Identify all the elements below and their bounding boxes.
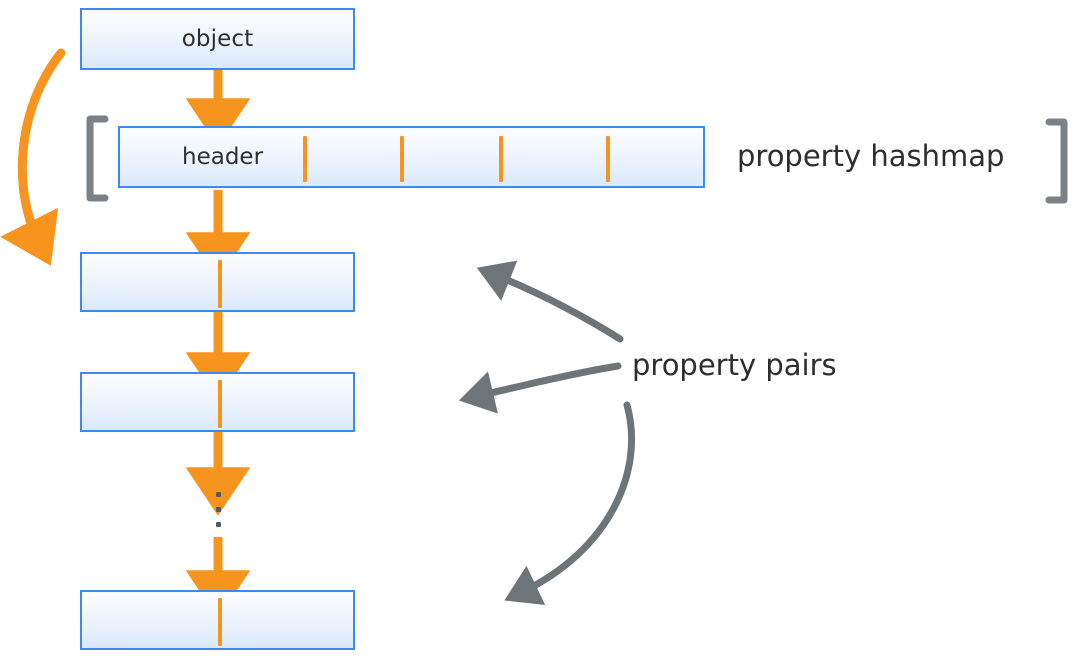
- header-box-label: header: [182, 144, 264, 170]
- callout-arrow-middle: [458, 362, 622, 414]
- bracket-left: [86, 115, 109, 202]
- hashmap-slot-tick-3: [499, 136, 503, 182]
- callout-arrow-upper: [476, 260, 624, 343]
- object-box[interactable]: object: [80, 8, 355, 70]
- pair-divider-1: [218, 260, 222, 308]
- property-pair-box-2[interactable]: [80, 372, 355, 432]
- ellipsis-dots: [216, 492, 221, 527]
- ellipsis-dot-2: [216, 507, 221, 512]
- hashmap-slot-tick-2: [400, 136, 404, 182]
- property-hashmap-label: property hashmap: [737, 139, 1005, 173]
- bracket-right: [1045, 118, 1068, 204]
- property-pairs-label: property pairs: [632, 348, 837, 382]
- callout-arrow-lower: [504, 401, 636, 605]
- ellipsis-dot-1: [216, 492, 221, 497]
- hashmap-slot-tick-1: [303, 136, 307, 182]
- ellipsis-dot-3: [216, 522, 221, 527]
- object-box-label: object: [181, 26, 254, 52]
- property-pair-box-1[interactable]: [80, 252, 355, 312]
- pair-divider-2: [218, 380, 222, 428]
- property-pairs-callouts: [458, 260, 636, 605]
- property-hashmap-box[interactable]: header: [118, 126, 705, 188]
- property-pair-box-3[interactable]: [80, 590, 355, 650]
- hashmap-slot-tick-4: [606, 136, 610, 182]
- arrow-object-curve-to-pair1: [0, 48, 66, 266]
- pair-divider-3: [218, 598, 222, 646]
